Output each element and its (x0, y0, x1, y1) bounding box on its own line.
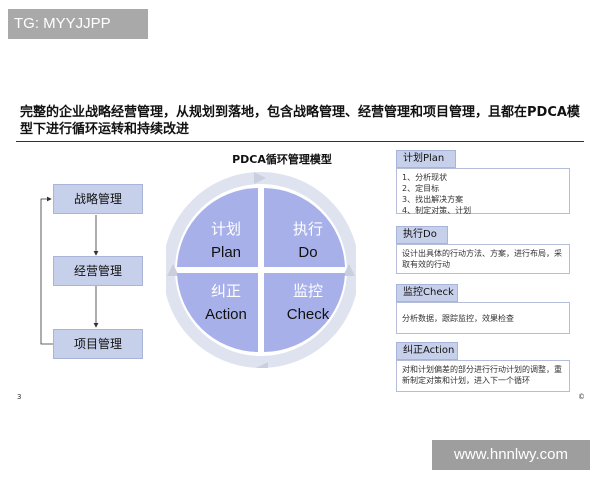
divider-rule (16, 141, 584, 142)
quadrant-action-cn: 纠正 (210, 282, 241, 300)
cycle-title: PDCA循环管理模型 (232, 153, 332, 166)
flow-box-operations: 经营管理 (53, 256, 143, 286)
pdca-cycle: 计划 Plan 执行 Do 纠正 Action 监控 Check (163, 168, 359, 374)
flow-box-projects: 项目管理 (53, 329, 143, 359)
ring-arrow-left (167, 264, 179, 276)
quadrant-plan-en: Plan (210, 244, 242, 261)
copyright-mark: © (578, 393, 585, 401)
quadrant-plan-cn: 计划 (210, 220, 241, 238)
panel-check-title: 监控Check (396, 284, 458, 302)
panel-action-line-1: 对和计划偏差的部分进行行动计划的调整，重新制定对策和计划，进入下一个循环 (402, 365, 562, 385)
left-flow-connectors (40, 196, 99, 345)
page-headline: 完整的企业战略经营管理，从规划到落地，包含战略管理、经营管理和项目管理，且都在P… (20, 105, 580, 137)
panel-action-body: 对和计划偏差的部分进行行动计划的调整，重新制定对策和计划，进入下一个循环 (396, 360, 570, 392)
ring-arrow-right (343, 264, 355, 276)
panel-plan-line-3: 3、找出解决方案 (402, 195, 464, 204)
quadrant-plan (177, 188, 258, 267)
flow-box-strategy: 战略管理 (53, 184, 143, 214)
panel-do-title: 执行Do (396, 226, 448, 244)
pdca-cycle-graphic (163, 172, 359, 374)
watermark-top-left: TG: MYYJJPP (8, 9, 148, 39)
quadrant-do-en: Do (298, 244, 318, 261)
ring-arrow-top (254, 172, 266, 184)
quadrant-action (177, 273, 258, 352)
quadrant-check-cn: 监控 (292, 282, 323, 300)
quadrant-do (264, 188, 345, 267)
feedback-arrow (40, 196, 53, 345)
quadrant-do-cn: 执行 (292, 220, 323, 238)
watermark-bottom-right: www.hnnlwy.com (432, 440, 590, 470)
panel-do-body: 设计出具体的行动方法、方案，进行布局，采取有效的行动 (396, 244, 570, 274)
cycle-ring (163, 172, 359, 368)
panel-plan-title: 计划Plan (396, 150, 456, 168)
quadrant-check-en: Check (286, 306, 330, 323)
panel-plan-line-1: 1、分析现状 (402, 173, 448, 182)
quadrant-action-en: Action (205, 306, 247, 323)
panel-check-body: 分析数据，跟踪监控，效果检查 (396, 302, 570, 334)
quadrant-check (264, 273, 345, 352)
panel-do-line-1: 设计出具体的行动方法、方案，进行布局，采取有效的行动 (402, 249, 562, 269)
panel-plan-body: 1、分析现状 2、定目标 3、找出解决方案 4、制定对策、计划 (396, 168, 570, 215)
panel-plan-line-4: 4、制定对策、计划 (402, 206, 472, 215)
panel-check-line-1: 分析数据，跟踪监控，效果检查 (402, 314, 514, 323)
page-number: 3 (17, 393, 22, 401)
panel-plan-line-2: 2、定目标 (402, 184, 440, 193)
panel-action-title: 纠正Action (396, 342, 458, 360)
